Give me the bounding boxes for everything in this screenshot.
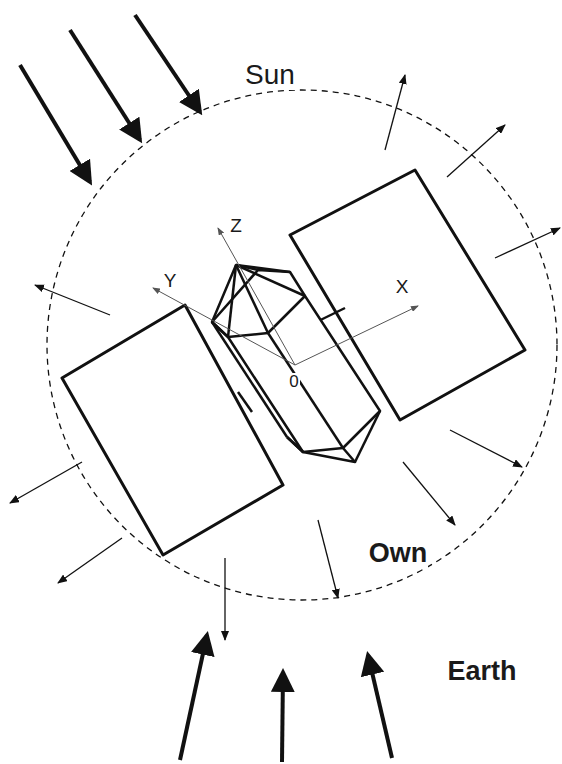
drawing-part: [236, 265, 305, 296]
own-emission-arrows: [10, 75, 560, 640]
drawing-part: [295, 306, 418, 365]
drawing-part: [212, 265, 290, 322]
drawing-part: [212, 322, 287, 437]
drawing-part: [287, 437, 355, 462]
drawing-part: [450, 430, 522, 467]
drawing-part: [287, 437, 303, 452]
drawing-part: [268, 333, 343, 448]
solar-panels: [62, 170, 525, 555]
drawing-part: [355, 411, 380, 462]
origin-label: 0: [288, 373, 299, 392]
source-label: Earth: [446, 657, 517, 687]
axis-label: X: [395, 277, 410, 298]
drawing-part: [180, 635, 207, 760]
axis-label: Z: [229, 216, 243, 237]
region-label: Own: [368, 539, 429, 569]
drawing-part: [35, 285, 110, 315]
drawing-part: [495, 228, 560, 258]
drawing-part: [238, 392, 252, 412]
sun-rays: [20, 15, 200, 182]
boundary-circle: [47, 90, 557, 600]
drawing-part: [224, 558, 225, 640]
drawing-part: [70, 30, 140, 140]
drawing-part: [282, 672, 283, 762]
drawing-part: [368, 655, 392, 758]
axis-label: Y: [163, 271, 178, 292]
drawing-part: [236, 265, 268, 333]
drawing-part: [228, 265, 236, 337]
source-label: Sun: [244, 60, 296, 91]
drawing-part: [10, 462, 82, 503]
drawing-part: [212, 296, 305, 337]
drawing-part: [318, 520, 338, 598]
drawing-part: [58, 538, 122, 583]
drawing-part: [403, 462, 455, 525]
drawing-part: [153, 288, 295, 365]
satellite-body: [212, 265, 380, 462]
drawing-part: [212, 270, 380, 452]
drawing-part: [447, 125, 505, 177]
drawing-part: [135, 15, 200, 112]
drawing-part: [20, 65, 90, 182]
body-axes: [153, 228, 418, 365]
earth-rays: [180, 635, 392, 762]
drawing-part: [385, 75, 405, 150]
